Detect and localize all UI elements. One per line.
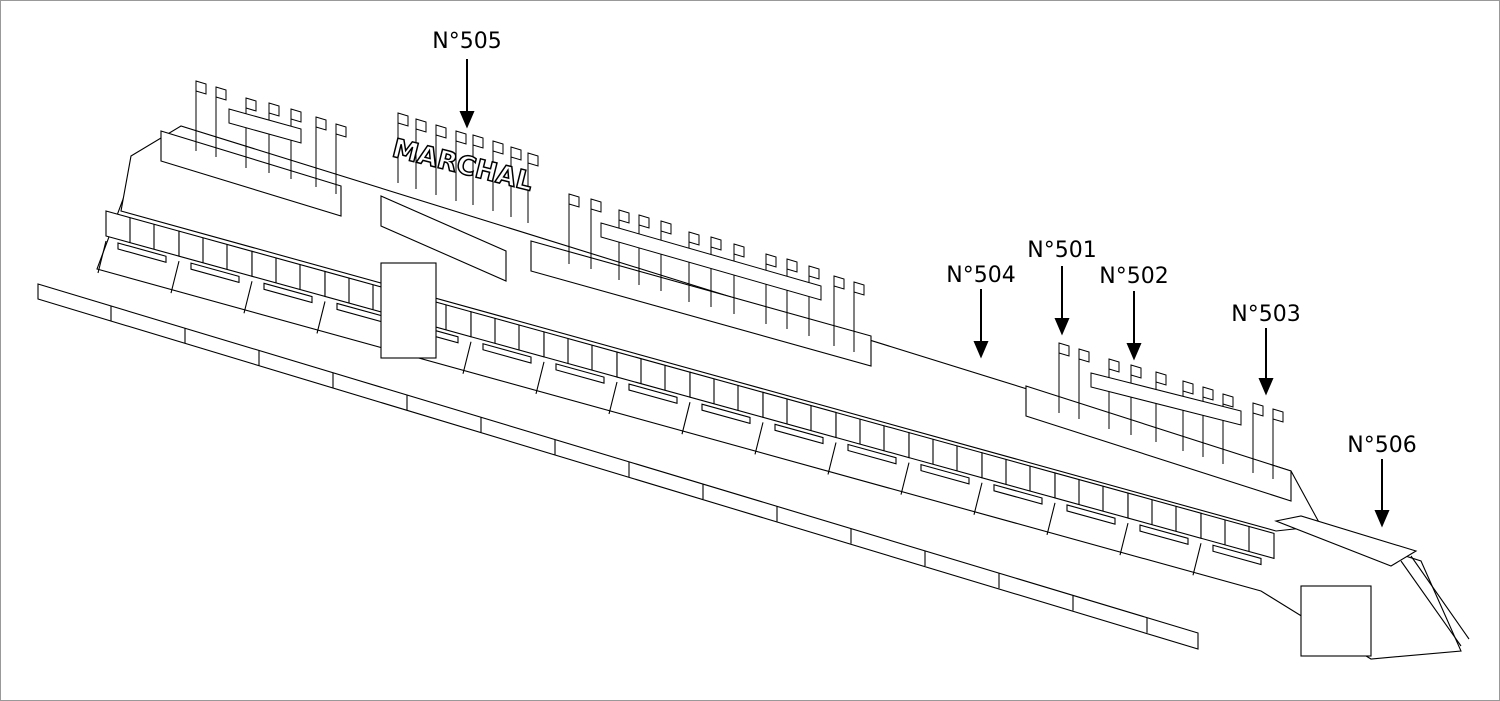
pit-box-pillar [316,301,326,334]
flag [527,152,539,167]
flag [492,140,504,155]
callout-n502: N°502 [1099,264,1169,289]
flag [435,124,447,139]
staircase-506 [1400,560,1462,647]
roof-block [530,240,872,367]
arrow-head-icon [973,341,989,359]
flag [1252,402,1264,417]
flag [215,86,227,101]
pit-box-pillar [535,361,545,395]
flag [315,116,327,131]
staircase-506-rail [1410,555,1470,640]
billboard [600,222,822,301]
pit-box-pillar [973,482,983,515]
flag [638,214,650,229]
flag [808,265,820,280]
pit-box-sign [190,262,240,284]
callout-n504: N°504 [946,263,1016,288]
flag [335,123,347,138]
flag [618,209,630,224]
pit-box-sign [847,443,897,465]
flag [455,130,467,145]
pit-box-sign [263,282,313,304]
pit-box-pillar [900,462,910,495]
pit-box-sign [701,403,751,425]
pit-box-sign [920,463,970,485]
billboard [1090,372,1242,426]
arrow-head-icon [459,111,475,129]
pit-box-pillar [97,240,107,274]
pit-box-sign [117,242,167,263]
pit-box-pillar [827,442,837,475]
pit-box-pillar [170,261,180,294]
flag [1108,358,1120,373]
pit-wall [37,283,1199,650]
callout-n506: N°506 [1347,433,1417,458]
billboard [228,108,302,144]
flag [1058,342,1070,357]
flag [733,243,745,258]
arrow-head-icon [1126,343,1142,361]
arrow-head-icon [1054,318,1070,336]
flag [510,146,522,161]
pit-box-pillar [1192,543,1202,576]
pit-box-window [1200,512,1275,560]
flag [1202,386,1214,401]
control-tower-505 [380,262,437,359]
roof-block [380,195,507,282]
flag [1078,348,1090,363]
pit-box-sign [482,343,532,364]
flag [786,258,798,273]
flag [290,108,302,123]
flag [1182,380,1194,395]
pit-box-pillar [1119,522,1129,556]
pit-box-pillar [754,422,764,455]
callout-n503: N°503 [1231,302,1301,327]
flag [833,275,845,290]
callout-n505: N°505 [432,29,502,54]
flag [245,97,257,112]
flag [415,118,427,133]
flag [397,112,409,127]
flag [688,231,700,246]
pit-box-pillar [1046,502,1056,536]
pit-box-pillar [608,381,618,415]
pit-box-sign [555,363,605,384]
flag [765,253,777,268]
flag [568,193,580,208]
arrow-head-icon [1258,378,1274,396]
tower-506-roof [1274,515,1418,567]
flag [710,236,722,251]
flag [1130,364,1142,379]
flag [1155,371,1167,386]
flag [660,220,672,235]
pit-box-pillar [243,281,253,314]
flag [590,198,602,213]
pit-box-sign [774,423,824,445]
pit-box-sign [993,484,1043,505]
pit-box-pillar [462,341,472,374]
pit-box-sign [1066,504,1116,525]
flag [195,80,207,95]
pit-box-sign [628,383,678,405]
flag [472,134,484,149]
flag [1222,393,1234,408]
flag [268,102,280,117]
pit-box-sign [1212,544,1262,566]
flag [853,281,865,296]
control-tower-506 [1300,585,1372,657]
roof-block [160,130,342,217]
pit-box-sign [1139,524,1189,546]
pit-box-pillar [681,402,691,435]
flag [1272,408,1284,423]
callout-n501: N°501 [1027,238,1097,263]
arrow-head-icon [1374,510,1390,528]
